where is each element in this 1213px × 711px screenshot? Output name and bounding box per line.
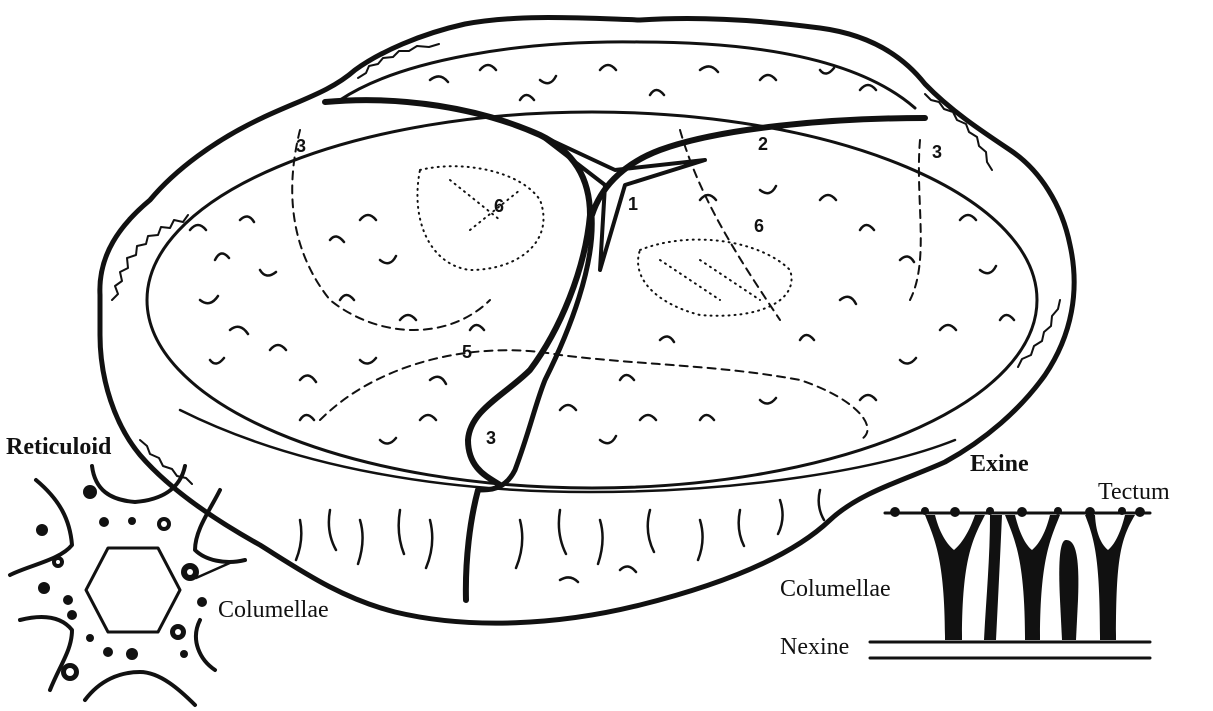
top-lobe xyxy=(340,42,915,108)
region-label-5: 5 xyxy=(462,342,472,362)
region-label-3-top-left: 3 xyxy=(296,136,306,156)
aperture-y xyxy=(540,135,705,270)
columellae-left-label: Columellae xyxy=(218,597,329,623)
nexine-layer xyxy=(870,642,1150,658)
region-label-2: 2 xyxy=(758,134,768,154)
grain-outer-outline xyxy=(100,18,1074,624)
nexine-label: Nexine xyxy=(780,634,849,660)
grain-inner-ellipse xyxy=(147,112,1037,488)
columellae-right-label: Columellae xyxy=(780,576,891,602)
columellae-pointer xyxy=(196,562,232,578)
pollen-grain: 1 2 3 3 3 5 6 6 xyxy=(100,18,1074,624)
reticuloid-label: Reticuloid xyxy=(6,434,112,460)
region-label-6-left: 6 xyxy=(494,196,504,216)
reticuloid-columellae-rings xyxy=(56,521,193,676)
exine-section-inset: Exine Tectum Columellae Nexine xyxy=(780,451,1170,660)
reticuloid-columellae xyxy=(36,485,207,681)
reticuloid-hexagon xyxy=(86,548,180,632)
region-label-1: 1 xyxy=(628,194,638,214)
exine-label: Exine xyxy=(970,451,1029,477)
reticuloid-inset: Reticuloid Columellae xyxy=(6,434,329,705)
region-label-6-right: 6 xyxy=(754,216,764,236)
region-label-3-right: 3 xyxy=(932,142,942,162)
lower-crack xyxy=(466,490,478,600)
region-label-3-center: 3 xyxy=(486,428,496,448)
tectum-label: Tectum xyxy=(1098,479,1170,505)
grain-lower-rim xyxy=(180,410,955,492)
exine-columellae xyxy=(925,515,1135,640)
sculpture-squiggles xyxy=(190,65,1014,582)
trilete-mark-stem-right xyxy=(478,215,592,490)
dashed-zones xyxy=(292,130,921,440)
trilete-mark-left-arm xyxy=(325,100,590,215)
